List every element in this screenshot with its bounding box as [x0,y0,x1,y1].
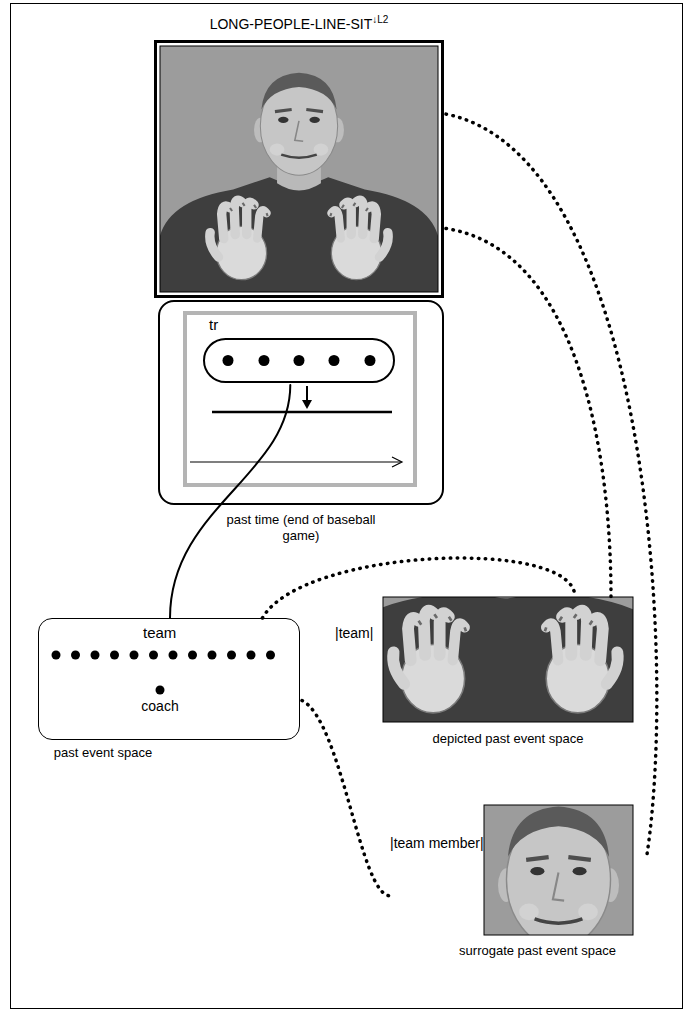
time-frame [185,313,415,485]
illustration-part [259,355,270,366]
illustration-part [392,457,402,467]
node-text: past event space [38,745,168,761]
illustration-part [266,651,275,660]
coach-dot [156,686,165,695]
node-outline [154,40,444,298]
event-space-box: team coach past event space [38,618,302,768]
illustration-part [294,355,305,366]
illustration-part [306,386,308,402]
mapping-line [262,558,575,618]
illustration-part [130,651,139,660]
node-text: team [143,624,176,642]
node-text: past time (end of baseball game) [226,512,376,543]
illustration-part [208,651,217,660]
node-text: |team member| [390,835,484,852]
illustration-part [169,651,178,660]
time-arrow [190,457,402,467]
mapping-line [446,229,611,598]
node-text: tr [209,316,218,334]
illustration-part [52,651,61,660]
sign-gloss: LONG-PEOPLE-LINE-SIT [210,16,373,32]
photo-border [484,805,633,935]
illustration-part [484,805,633,935]
node-outline [203,338,395,383]
mapping-line [302,701,390,896]
illustration-part [227,651,236,660]
illustration-part [365,355,376,366]
photo-border [160,46,438,292]
superscript: ↓L2 [372,14,388,25]
sign-photo-frame: LONG-PEOPLE-LINE-SIT↓L2 [154,14,446,300]
surrogate-space-photo: |team member| surrogate past event space [390,805,647,970]
title-line: LONG-PEOPLE-LINE-SIT↓L2 [154,14,444,33]
hands-photo [383,597,633,722]
illustration-part [302,400,312,409]
face-photo [484,805,633,935]
node-outline [158,300,444,505]
photo-border [383,597,633,722]
team-dots [52,651,276,660]
illustration-part [149,651,158,660]
illustration-part [110,651,119,660]
landmark-line [212,411,392,414]
time-box: past time (end of baseball game) tr [158,300,446,555]
illustration-part [71,651,80,660]
illustration-part [188,651,197,660]
depicted-space-photo: |team| depicted past event space [335,597,635,767]
illustration-part [383,597,633,722]
connector [170,385,290,618]
node-text: depicted past event space [383,731,633,747]
illustration-part [160,46,438,292]
trajector-dots [223,355,376,366]
illustration-part [223,355,234,366]
illustration-part [190,461,401,462]
node-text: coach [130,698,190,715]
illustration-part [329,355,340,366]
down-arrow [302,386,312,409]
illustration-part [247,651,256,660]
trajector-oval: tr [203,316,397,385]
illustration-part [91,651,100,660]
node-text: |team| [335,625,373,642]
signer-photo [160,46,438,292]
node-text: surrogate past event space [430,943,645,959]
